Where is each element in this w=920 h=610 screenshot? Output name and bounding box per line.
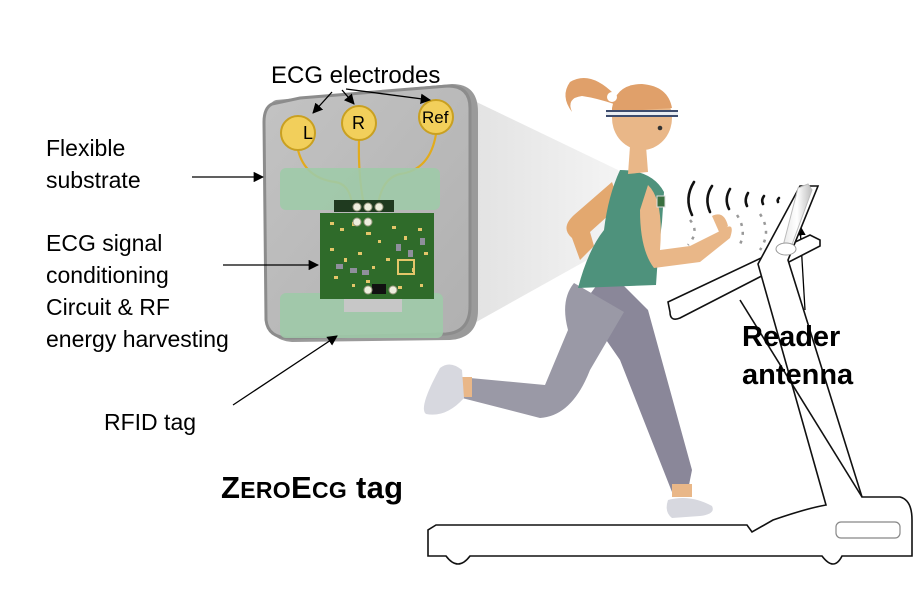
arrow-to-r (341, 89, 355, 105)
electrode-ref (418, 99, 454, 135)
rf-backscatter-icon (687, 213, 768, 251)
arrow-to-rfid (232, 335, 338, 406)
zoom-beam (462, 95, 650, 330)
figure-title: ZEROECG tag (221, 470, 404, 505)
electrode-r (341, 105, 377, 141)
electrode-ref-label: Ref (422, 108, 449, 127)
electrode-r-label: R (352, 113, 365, 133)
rf-wave-icon (687, 180, 781, 217)
rfid-antenna-bottom (280, 293, 443, 338)
leader-arrows (192, 88, 806, 406)
electrode-l (280, 115, 316, 151)
reader-antenna-device (775, 183, 813, 256)
electrode-l-label: L (303, 123, 314, 143)
arrow-to-l (312, 91, 333, 114)
treadmill (427, 185, 913, 565)
runner-illustration (423, 78, 732, 518)
rfid-tag-label: RFID tag (104, 409, 197, 435)
connector-pads (352, 202, 398, 295)
zeroecg-tag-illustration (262, 84, 478, 342)
rfid-antenna-top (280, 168, 440, 210)
treadmill-panel (835, 521, 901, 539)
electrodes-label: ECG electrodes (271, 62, 441, 89)
pcb-circuit (320, 213, 434, 299)
arrow-to-ref (345, 88, 432, 104)
